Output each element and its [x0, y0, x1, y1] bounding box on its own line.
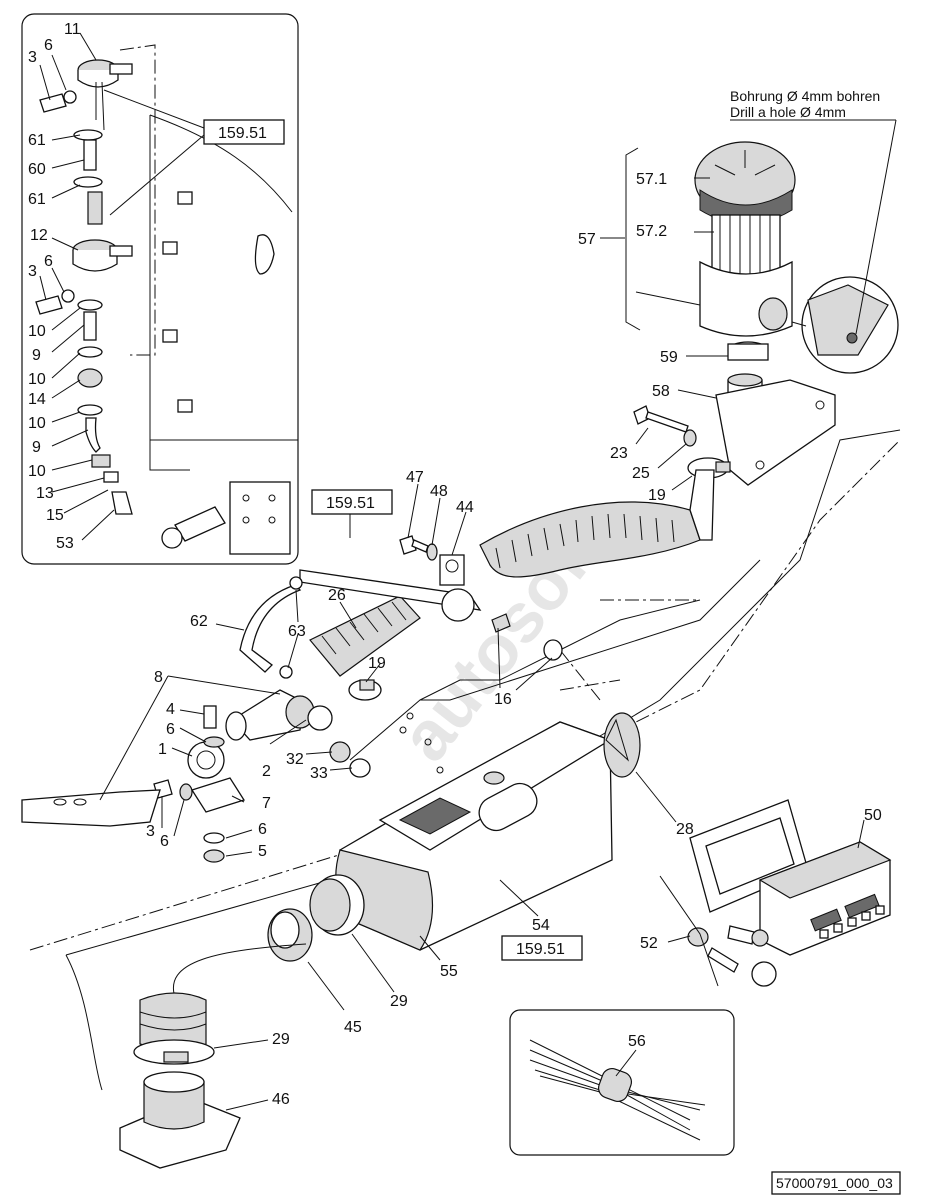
label-13: 13 — [36, 485, 54, 502]
label-62: 62 — [190, 613, 208, 630]
label-28: 28 — [676, 821, 694, 838]
label-9: 9 — [32, 439, 41, 456]
label-53: 53 — [56, 535, 74, 552]
reference-box-text: 159.51 — [516, 941, 565, 958]
label-33: 33 — [310, 765, 328, 782]
label-4: 4 — [166, 701, 175, 718]
label-12: 12 — [30, 227, 48, 244]
label-1: 1 — [158, 741, 167, 758]
drawing-number: 57000791_000_03 — [771, 1171, 901, 1195]
label-8: 8 — [154, 669, 163, 686]
lower-labels: 28 50 52 54 55 29 45 29 46 — [272, 807, 882, 1108]
label-6: 6 — [44, 37, 53, 54]
label-10: 10 — [28, 371, 46, 388]
label-6: 6 — [160, 833, 169, 850]
label-46: 46 — [272, 1091, 290, 1108]
label-44: 44 — [456, 499, 474, 516]
chassis-outline — [29, 429, 901, 1091]
label-56: 56 — [628, 1033, 646, 1050]
label-29: 29 — [272, 1031, 290, 1048]
label-55: 55 — [440, 963, 458, 980]
label-52: 52 — [640, 935, 658, 952]
label-19: 19 — [648, 487, 666, 504]
label-7: 7 — [262, 795, 271, 812]
exhaust-outlet — [119, 992, 269, 1169]
label-61: 61 — [28, 191, 46, 208]
label-57: 57 — [578, 231, 596, 248]
label-6: 6 — [44, 253, 53, 270]
filter-labels: 57.1 57.2 57 59 58 23 25 19 26 — [578, 171, 678, 528]
middle-labels: 47 48 44 26 63 62 19 16 8 4 6 1 2 32 33 … — [146, 469, 512, 860]
reference-box-text: 159.51 — [326, 495, 375, 512]
label-50: 50 — [864, 807, 882, 824]
label-57-2: 57.2 — [636, 223, 667, 240]
label-32: 32 — [286, 751, 304, 768]
control-unit — [659, 799, 892, 987]
reference-box-top: 159.51 — [203, 119, 285, 145]
reference-box-middle: 159.51 — [311, 489, 393, 515]
label-10: 10 — [28, 415, 46, 432]
reference-box-text: 159.51 — [218, 125, 267, 142]
drill-note: Bohrung Ø 4mm bohren Drill a hole Ø 4mm — [730, 88, 880, 120]
label-48: 48 — [430, 483, 448, 500]
label-15: 15 — [46, 507, 64, 524]
label-25: 25 — [632, 465, 650, 482]
label-14: 14 — [28, 391, 46, 408]
label-58: 58 — [652, 383, 670, 400]
label-3: 3 — [28, 263, 37, 280]
inset-panel — [21, 13, 299, 565]
label-11: 11 — [64, 21, 81, 38]
air-filter-assembly — [600, 119, 899, 491]
label-10: 10 — [28, 463, 46, 480]
label-10: 10 — [28, 323, 46, 340]
label-9: 9 — [32, 347, 41, 364]
drill-note-de: Bohrung Ø 4mm bohren — [730, 88, 880, 104]
label-5: 5 — [258, 843, 267, 860]
label-23: 23 — [610, 445, 628, 462]
label-63: 63 — [288, 623, 306, 640]
label-45: 45 — [344, 1019, 362, 1036]
label-59: 59 — [660, 349, 678, 366]
label-16: 16 — [494, 691, 512, 708]
label-54: 54 — [532, 917, 550, 934]
label-57-1: 57.1 — [636, 171, 667, 188]
label-6: 6 — [258, 821, 267, 838]
label-29: 29 — [390, 993, 408, 1010]
drill-note-en: Drill a hole Ø 4mm — [730, 104, 846, 120]
inset-labels: 11 3 6 61 60 61 12 3 6 10 9 10 14 10 9 1… — [28, 21, 81, 552]
drawing-number-text: 57000791_000_03 — [776, 1175, 893, 1191]
hose-assembly — [21, 469, 715, 863]
harness-panel: 56 — [509, 1009, 735, 1156]
label-19: 19 — [368, 655, 386, 672]
reference-box-bottom: 159.51 — [501, 935, 583, 961]
label-60: 60 — [28, 161, 46, 178]
label-47: 47 — [406, 469, 424, 486]
label-26: 26 — [328, 587, 346, 604]
label-2: 2 — [262, 763, 271, 780]
label-3: 3 — [146, 823, 155, 840]
heater-unit — [173, 712, 677, 1011]
label-6: 6 — [166, 721, 175, 738]
label-3: 3 — [28, 49, 37, 66]
label-61: 61 — [28, 132, 46, 149]
